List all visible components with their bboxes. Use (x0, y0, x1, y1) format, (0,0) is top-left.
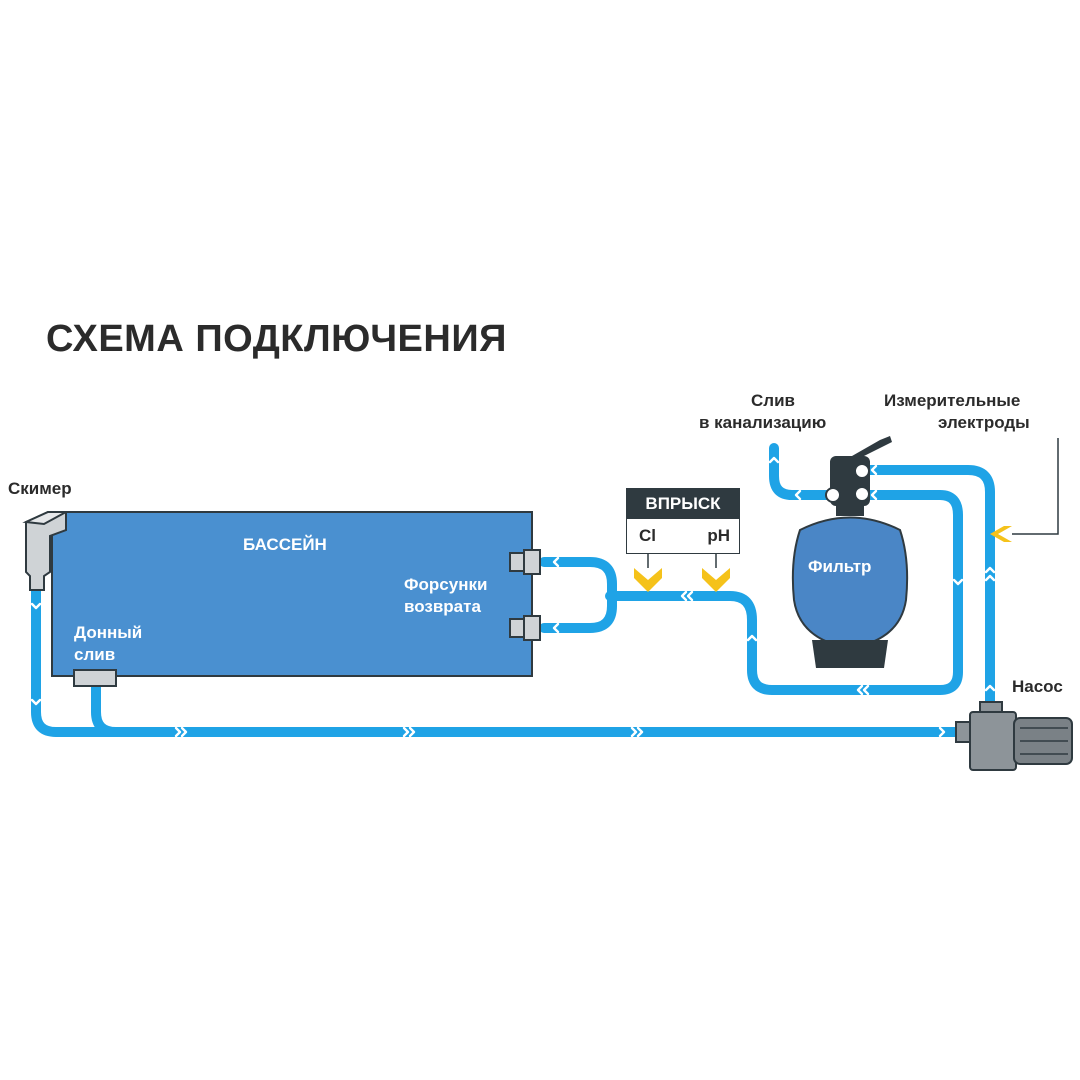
injection-row: Cl pH (627, 519, 739, 553)
skimmer (22, 511, 67, 591)
pipe-skimmer-to-pump (31, 585, 963, 737)
skimmer-label: Скимер (8, 479, 72, 498)
electrode-arrow (990, 438, 1059, 542)
return-nozzles-label-line1: Форсунки (404, 575, 488, 594)
diagram-title: СХЕМА ПОДКЛЮЧЕНИЯ (46, 318, 507, 360)
injection-header: ВПРЫСК (627, 489, 739, 519)
filter-label: Фильтр (808, 557, 872, 576)
bottom-drain-fitting (73, 669, 117, 687)
pipe-sewer-drain (769, 443, 838, 500)
injection-box: ВПРЫСК Cl pH (626, 488, 740, 554)
return-nozzles-label-line2: возврата (404, 597, 481, 616)
electrodes-label-line1: Измерительные (884, 391, 1021, 410)
sewer-drain-label-line1: Слив (751, 391, 795, 410)
pipe-return-branch-bottom (539, 591, 617, 633)
sewer-drain-label-line2: в канализацию (699, 413, 827, 432)
injection-ph-label: pH (707, 526, 730, 545)
valve-port-top (854, 463, 870, 479)
return-nozzle-top (509, 549, 541, 575)
pipe-pump-to-filter (865, 465, 995, 713)
bottom-drain-label-line1: Донный (74, 623, 143, 642)
pump (955, 701, 1073, 771)
pump-label: Насос (1012, 677, 1063, 696)
pipe-return-branch-top (539, 557, 617, 601)
bottom-drain-label-line2: слив (74, 645, 116, 664)
injection-arrow-cl (634, 568, 662, 592)
pipes (31, 443, 995, 737)
electrodes-label-line2: электроды (938, 413, 1030, 432)
pool-label: БАССЕЙН (243, 535, 327, 554)
return-nozzle-bottom (509, 615, 541, 641)
pool-body (51, 511, 533, 677)
sand-filter (791, 436, 909, 668)
pipe-bottom-drain (91, 681, 121, 737)
valve-port-left (825, 487, 841, 503)
injection-arrow-ph (702, 568, 730, 592)
valve-port-right (854, 486, 870, 502)
pipe-filter-return-loop (605, 490, 963, 695)
injection-cl-label: Cl (639, 526, 656, 545)
flow-arrows (30, 456, 996, 738)
